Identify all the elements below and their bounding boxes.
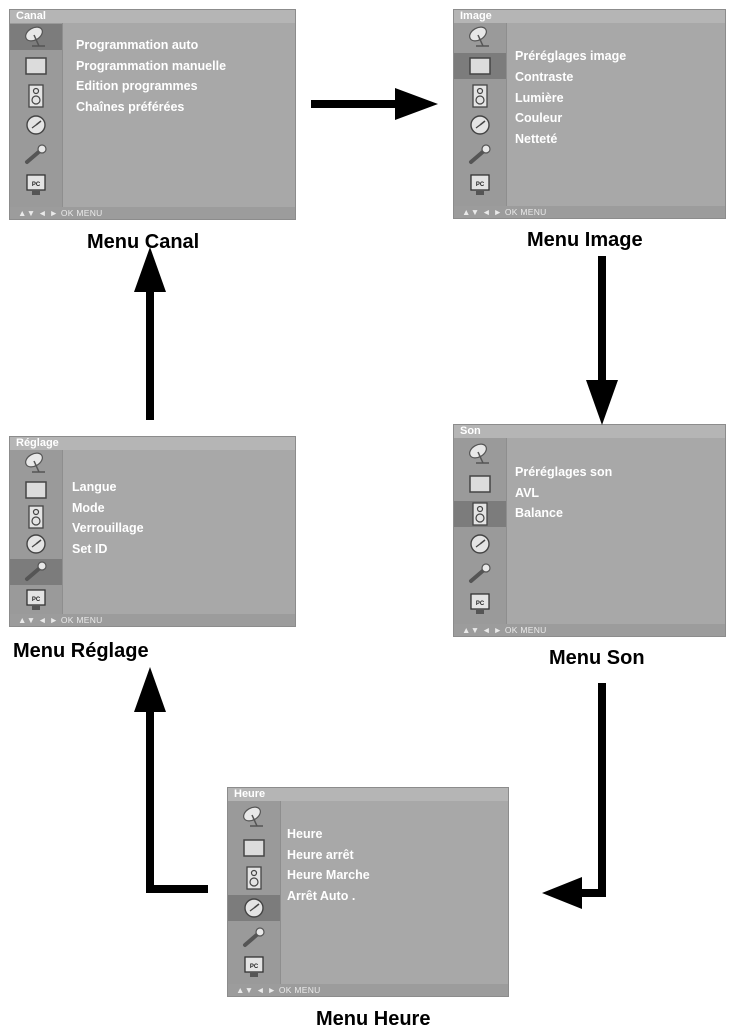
menu-panel-image: Image PC Préréglages image Contraste Lum… [453,9,726,219]
menu-item[interactable]: AVL [515,485,540,500]
wrench-icon[interactable] [460,561,500,587]
pc-monitor-icon[interactable]: PC [16,587,56,613]
menu-items: Préréglages image Contraste Lumière Coul… [515,45,626,149]
menu-item[interactable]: Arrêt Auto . [287,888,356,903]
menu-panel-son: Son PC Préréglages son AVL Balance ▲▼ ◄ … [453,424,726,637]
pc-monitor-icon[interactable]: PC [460,591,500,617]
menu-content: Préréglages image Contraste Lumière Coul… [507,23,725,206]
menu-items: Préréglages son AVL Balance [515,462,612,524]
menu-caption: Menu Image [527,229,643,251]
menu-item[interactable]: Balance [515,506,563,520]
menu-panel-canal: Canal PC Programmation auto Programmatio… [9,9,296,220]
menu-panel-reglage: Réglage PC Langue Mode Verrouillage Set … [9,436,296,627]
menu-items: Programmation auto Programmation manuell… [76,35,226,117]
picture-icon[interactable] [454,53,506,79]
wrench-icon[interactable] [234,925,274,951]
wrench-icon[interactable] [16,142,56,168]
menu-sidebar: PC [228,801,281,984]
satellite-dish-icon[interactable] [460,441,500,467]
speaker-icon[interactable] [16,504,56,530]
menu-title: Réglage [10,437,295,450]
menu-content: Langue Mode Verrouillage Set ID [63,450,295,614]
menu-sidebar: PC [454,23,507,206]
menu-item[interactable]: Programmation auto [76,38,199,52]
menu-footer: ▲▼ ◄ ► OK MENU [10,614,295,626]
satellite-dish-icon[interactable] [16,450,56,476]
menu-title: Image [454,10,725,23]
menu-content: Préréglages son AVL Balance [507,438,725,624]
arrow-image-to-son [586,256,618,425]
menu-item[interactable]: Langue [72,480,117,494]
speaker-icon[interactable] [234,865,274,891]
menu-item[interactable]: Couleur [515,111,563,125]
speaker-icon[interactable] [454,501,506,527]
menu-item[interactable]: Edition programmes [76,79,198,93]
menu-sidebar: PC [10,23,63,207]
menu-item[interactable]: Netteté [515,131,558,146]
menu-item[interactable]: Lumière [515,90,564,105]
menu-item[interactable]: Heure Marche [287,868,370,882]
menu-items: Heure Heure arrêt Heure Marche Arrêt Aut… [287,824,370,906]
speaker-icon[interactable] [16,83,56,109]
satellite-dish-icon[interactable] [460,24,500,50]
menu-item[interactable]: Chaînes préférées [76,99,185,114]
speaker-icon[interactable] [460,83,500,109]
menu-item[interactable]: Heure arrêt [287,847,354,862]
satellite-dish-icon[interactable] [10,24,62,50]
pc-monitor-icon[interactable]: PC [234,954,274,980]
menu-item[interactable]: Contraste [515,70,574,84]
menu-item[interactable]: Set ID [72,541,108,556]
satellite-dish-icon[interactable] [234,804,274,830]
wrench-icon[interactable] [10,559,62,585]
clock-icon[interactable] [16,112,56,138]
clock-icon[interactable] [460,531,500,557]
menu-caption: Menu Son [549,647,645,669]
menu-title: Son [454,425,725,438]
menu-footer: ▲▼ ◄ ► OK MENU [10,207,295,219]
pc-monitor-icon[interactable]: PC [16,172,56,198]
menu-caption: Menu Canal [87,231,200,253]
menu-item[interactable]: Préréglages son [515,465,613,479]
menu-item[interactable]: Programmation manuelle [76,58,227,73]
menu-title: Heure [228,788,508,801]
menu-sidebar: PC [454,438,507,624]
picture-icon[interactable] [16,477,56,503]
wrench-icon[interactable] [460,142,500,168]
arrow-reglage-to-canal [134,247,166,420]
menu-footer: ▲▼ ◄ ► OK MENU [228,984,508,996]
menu-item[interactable]: Verrouillage [72,521,144,535]
menu-item[interactable]: Heure [287,827,323,841]
menu-items: Langue Mode Verrouillage Set ID [72,477,144,559]
arrow-son-to-heure [542,683,606,909]
menu-item[interactable]: Mode [72,500,105,515]
picture-icon[interactable] [16,53,56,79]
picture-icon[interactable] [460,471,500,497]
menu-item[interactable]: Préréglages image [515,49,627,63]
menu-title: Canal [10,10,295,23]
menu-sidebar: PC [10,450,63,614]
menu-content: Programmation auto Programmation manuell… [63,23,295,207]
arrow-canal-to-image [311,88,438,120]
clock-icon[interactable] [460,112,500,138]
menu-caption: Menu Heure [316,1008,431,1030]
svg-text:PC: PC [250,964,259,970]
clock-icon[interactable] [16,531,56,557]
svg-text:PC: PC [32,182,41,188]
svg-text:PC: PC [476,601,485,607]
menu-footer: ▲▼ ◄ ► OK MENU [454,206,725,218]
menu-panel-heure: Heure PC Heure Heure arrêt Heure Marche … [227,787,509,997]
menu-content: Heure Heure arrêt Heure Marche Arrêt Aut… [281,801,508,984]
arrow-heure-to-reglage [134,667,208,893]
picture-icon[interactable] [234,835,274,861]
svg-text:PC: PC [476,182,485,188]
menu-caption: Menu Réglage [13,640,149,662]
pc-monitor-icon[interactable]: PC [460,172,500,198]
clock-icon[interactable] [228,895,280,921]
menu-footer: ▲▼ ◄ ► OK MENU [454,624,725,636]
svg-text:PC: PC [32,597,41,603]
